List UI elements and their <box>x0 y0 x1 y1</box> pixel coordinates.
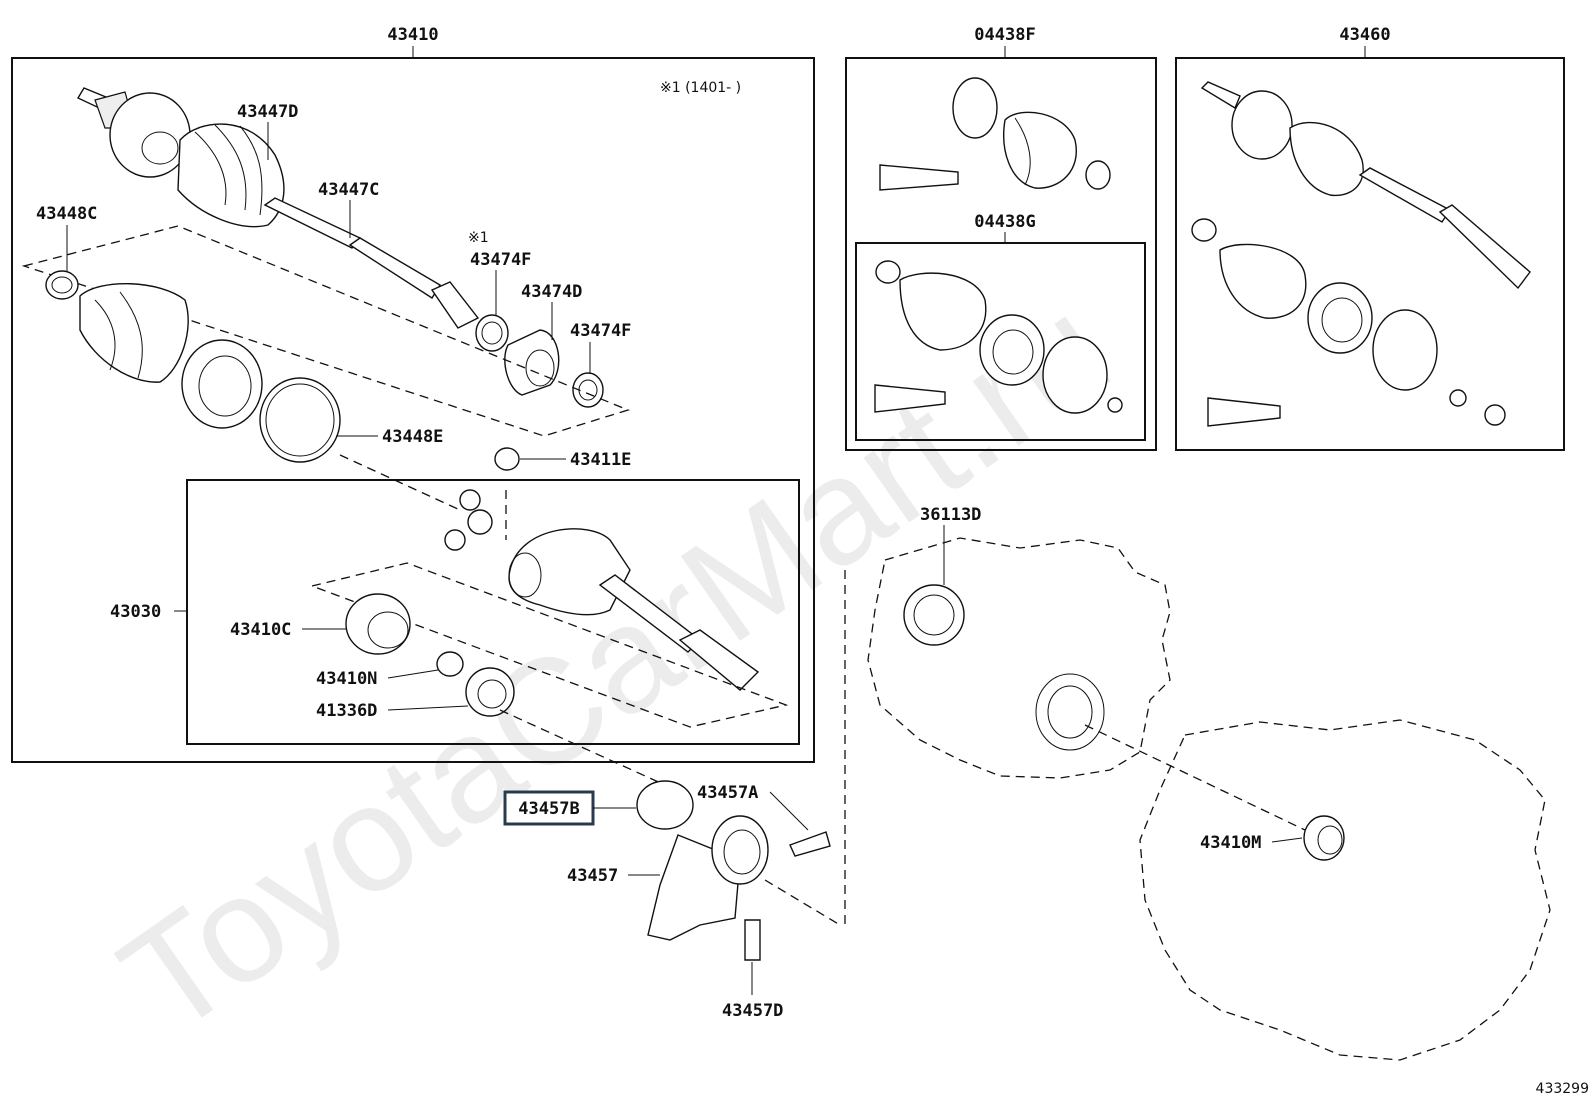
case-bore <box>1035 673 1105 751</box>
transmission-case-outline <box>1139 719 1551 1061</box>
label-43457B[interactable]: 43457B <box>518 799 579 819</box>
label-04438F: 04438F <box>974 25 1035 45</box>
connection-dashed-4 <box>1084 724 1306 831</box>
oil-seal-36113D <box>903 584 965 646</box>
bearing-43410M <box>1303 815 1345 861</box>
connection-dashed-2 <box>499 709 666 786</box>
highlighted-part-43457B[interactable]: 43457B <box>503 790 636 826</box>
label-43474F-a: 43474F <box>470 250 531 270</box>
inboard-joint-drawing <box>444 489 760 691</box>
shaft-rh-drawing <box>1191 81 1531 427</box>
highlight-box[interactable] <box>503 790 595 826</box>
label-04438G: 04438G <box>974 212 1035 232</box>
joint-kit-outline-dashed <box>309 562 789 728</box>
label-43460: 43460 <box>1339 25 1390 45</box>
transaxle-case-outline <box>867 537 1171 779</box>
label-43410N: 43410N <box>316 669 377 689</box>
connection-dashed-5 <box>764 879 841 926</box>
center-bearing-bracket-drawing <box>636 780 831 961</box>
label-43447D: 43447D <box>237 102 298 122</box>
label-43457: 43457 <box>567 866 618 886</box>
boot-kit-g-drawing <box>874 260 1123 414</box>
outer-joint-shaft-drawing <box>77 87 604 408</box>
bearing-parts-drawing <box>345 593 515 717</box>
group-box-04438G <box>855 242 1146 441</box>
part-labels: 43447D 43447C 43448C ※1 43474F 43474D 43… <box>36 102 1303 1021</box>
group-box-43460 <box>1175 57 1565 451</box>
label-43474F-b: 43474F <box>570 321 631 341</box>
label-43457D: 43457D <box>722 1001 783 1021</box>
label-43410C: 43410C <box>230 620 291 640</box>
label-43447C: 43447C <box>318 180 379 200</box>
snap-ring-43411E <box>494 447 520 471</box>
label-36113D: 36113D <box>920 505 981 525</box>
label-41336D: 41336D <box>316 701 377 721</box>
boot-kit-f-drawing <box>879 77 1111 191</box>
label-43448E: 43448E <box>382 427 443 447</box>
label-43474D: 43474D <box>521 282 582 302</box>
kit-outline-dashed <box>21 225 630 437</box>
inboard-boot-drawing <box>45 270 341 463</box>
group-box-04438F <box>845 57 1157 451</box>
group-box-43030 <box>186 479 800 745</box>
note-range: ※1 (1401- ) <box>660 80 741 96</box>
label-43411E: 43411E <box>570 450 631 470</box>
figure-number: 433299 <box>1536 1081 1589 1097</box>
label-43410: 43410 <box>387 25 438 45</box>
label-43457A: 43457A <box>697 783 758 803</box>
label-43448C: 43448C <box>36 204 97 224</box>
label-43030: 43030 <box>110 602 161 622</box>
connection-dashed-1 <box>339 454 461 511</box>
note-marker: ※1 <box>468 230 489 246</box>
label-43410M: 43410M <box>1200 833 1261 853</box>
